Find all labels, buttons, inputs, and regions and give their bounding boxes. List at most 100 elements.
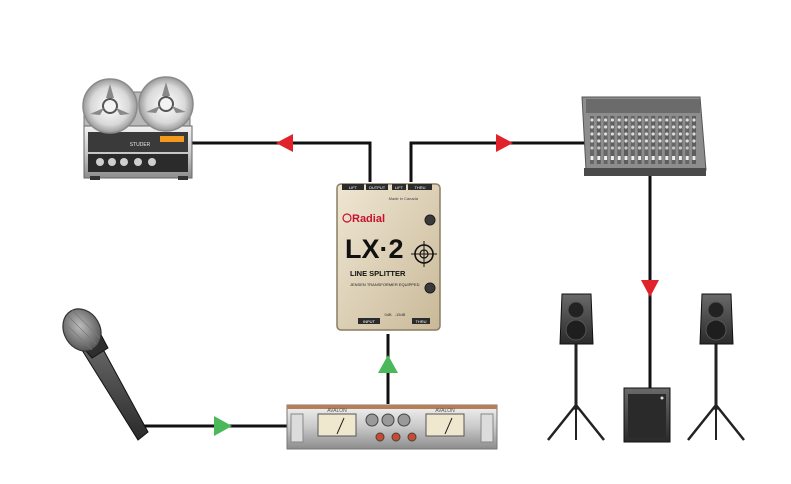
mixer-knob <box>692 146 696 150</box>
mixer-knob <box>638 132 642 136</box>
mixer-knob <box>644 146 649 150</box>
mixer-knob <box>610 125 615 129</box>
bottom-label-input: INPUT <box>363 319 376 324</box>
mixer-knob <box>631 118 635 122</box>
preamp-knob-5 <box>391 432 401 442</box>
mixer-fader <box>685 156 689 160</box>
mixer-knob <box>665 146 669 150</box>
mixer-knob <box>658 125 662 129</box>
jack-label-lift-1: LIFT <box>349 185 358 190</box>
mixer-fader <box>692 156 696 160</box>
input-arrow-to-preamp <box>214 416 232 436</box>
mixer-knob <box>651 118 655 122</box>
mixer-fader <box>624 156 628 160</box>
mixer-knob <box>638 125 642 129</box>
mixer-knob <box>590 118 594 122</box>
mixer-knob <box>617 125 621 129</box>
preamp-knob-6 <box>407 432 417 442</box>
mixer-knob <box>685 125 689 129</box>
rack-preamp: AVALON AVALON <box>286 404 498 450</box>
mixer-knob <box>665 125 669 129</box>
screw-top <box>424 214 436 226</box>
mixer-knob <box>610 118 615 122</box>
jack-label-output: OUTPUT <box>369 185 386 190</box>
input-arrow-to-splitter <box>378 355 398 373</box>
mixer-fader <box>590 156 594 160</box>
made-in-label: Made in Canada <box>389 196 419 201</box>
line-splitter: LIFT OUTPUT LIFT THRU Made in Canada Rad… <box>336 183 441 331</box>
mixer-knob <box>678 118 683 122</box>
mixer-knob <box>597 146 601 150</box>
mixer-knob <box>631 132 635 136</box>
tape-reel-right <box>138 76 194 132</box>
mixer-knob <box>672 146 676 150</box>
mixer-knob <box>658 146 662 150</box>
mixer-knob <box>638 118 642 122</box>
mixer-knob <box>624 118 628 122</box>
preamp-brand-left: AVALON <box>327 408 347 414</box>
output-arrow-to-tape <box>276 134 293 152</box>
mixer-knob <box>604 132 608 136</box>
mixer-knob <box>672 118 676 122</box>
mixer-knob <box>685 118 689 122</box>
mixer-knob <box>590 146 594 150</box>
mixer-knob <box>644 118 649 122</box>
mixer-knob <box>610 132 615 136</box>
mixer-knob <box>678 132 683 136</box>
mixer-knob <box>610 146 615 150</box>
mixer-knob <box>590 125 594 129</box>
mixer-knob <box>685 146 689 150</box>
splitter-tagline: JENSEN TRANSFORMER EQUIPPED <box>350 282 420 287</box>
mixer-knob <box>624 132 628 136</box>
mixer-knob <box>672 132 676 136</box>
crosshair-logo-icon <box>411 241 437 267</box>
subwoofer <box>623 387 671 443</box>
mixer-knob <box>678 139 683 143</box>
mixer-knob <box>631 146 635 150</box>
mixer-fader <box>644 156 648 160</box>
mixer-fader <box>610 156 614 160</box>
mixer-knob <box>624 139 628 143</box>
mixer-knob <box>678 125 683 129</box>
microphone <box>62 308 149 441</box>
preamp-knob-3 <box>397 413 411 427</box>
mixer-knob <box>685 139 689 143</box>
mixer-knob <box>692 125 696 129</box>
bottom-label-0db: 0dB <box>384 312 391 317</box>
signal-arrows <box>214 134 659 436</box>
mixer-knob <box>631 139 635 143</box>
mixer-knob <box>597 139 601 143</box>
mixer-fader <box>597 156 601 160</box>
mixer-knob <box>665 118 669 122</box>
splitter-subtitle: LINE SPLITTER <box>350 269 406 278</box>
mixer-knob <box>624 146 628 150</box>
mixer-knob <box>665 139 669 143</box>
mixer-knob <box>617 132 621 136</box>
preamp-knob-4 <box>375 432 385 442</box>
mixer-knob <box>617 139 621 143</box>
mixer-knob <box>692 132 696 136</box>
preamp-knob-2 <box>381 413 395 427</box>
mixer-knob <box>665 132 669 136</box>
mixer-fader <box>678 156 682 160</box>
pa-speaker-right <box>687 293 745 441</box>
mixer-fader <box>638 156 642 160</box>
mixer-knob <box>617 146 621 150</box>
cable-splitter-to-tape <box>190 141 372 182</box>
splitter-brand: Radial <box>352 213 385 225</box>
preamp-brand-right: AVALON <box>435 408 455 414</box>
mixer-knob <box>658 118 662 122</box>
preamp-knob-1 <box>365 413 379 427</box>
splitter-model: LX·2 <box>345 234 404 264</box>
mixer-knob <box>644 125 649 129</box>
mixer-fader <box>651 156 655 160</box>
mixer-knob <box>644 139 649 143</box>
mixer-fader <box>631 156 635 160</box>
mixer-fader <box>672 156 676 160</box>
tape-machine-brand: STUDER <box>130 142 151 148</box>
mixer-knob <box>597 132 601 136</box>
output-arrow-to-subwoofer <box>641 280 659 297</box>
mixer-knob <box>604 118 608 122</box>
screw-bottom <box>424 282 436 294</box>
